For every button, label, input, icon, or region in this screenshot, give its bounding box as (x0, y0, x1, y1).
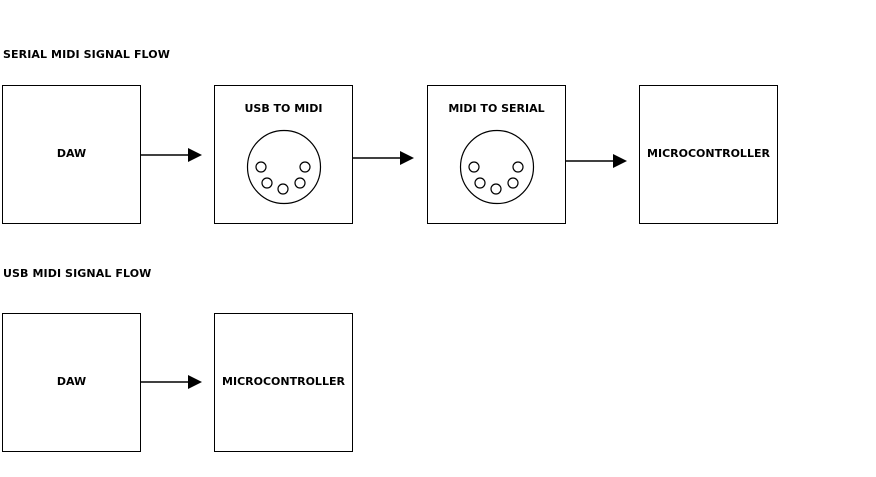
arrow-right-icon (352, 151, 414, 165)
midi-to-serial-box: MIDI TO SERIAL (427, 85, 566, 224)
arrow-right-icon (565, 154, 627, 168)
midi-din-5-pin-icon (459, 129, 535, 205)
midi-din-5-pin-icon (246, 129, 322, 205)
usb-midi-section-title: USB MIDI SIGNAL FLOW (3, 267, 152, 280)
serial-microcontroller-box: MICROCONTROLLER (639, 85, 778, 224)
usb-microcontroller-label: MICROCONTROLLER (222, 375, 345, 388)
serial-microcontroller-label: MICROCONTROLLER (647, 147, 770, 160)
serial-daw-label: DAW (56, 147, 87, 160)
arrow-right-icon (140, 148, 202, 162)
usb-to-midi-label: USB TO MIDI (244, 102, 323, 115)
serial-daw-box: DAW (2, 85, 141, 224)
midi-to-serial-label: MIDI TO SERIAL (448, 102, 545, 115)
usb-to-midi-box: USB TO MIDI (214, 85, 353, 224)
arrow-right-icon (140, 375, 202, 389)
serial-midi-section-title: SERIAL MIDI SIGNAL FLOW (3, 48, 170, 61)
usb-daw-box: DAW (2, 313, 141, 452)
usb-microcontroller-box: MICROCONTROLLER (214, 313, 353, 452)
usb-daw-label: DAW (56, 375, 87, 388)
